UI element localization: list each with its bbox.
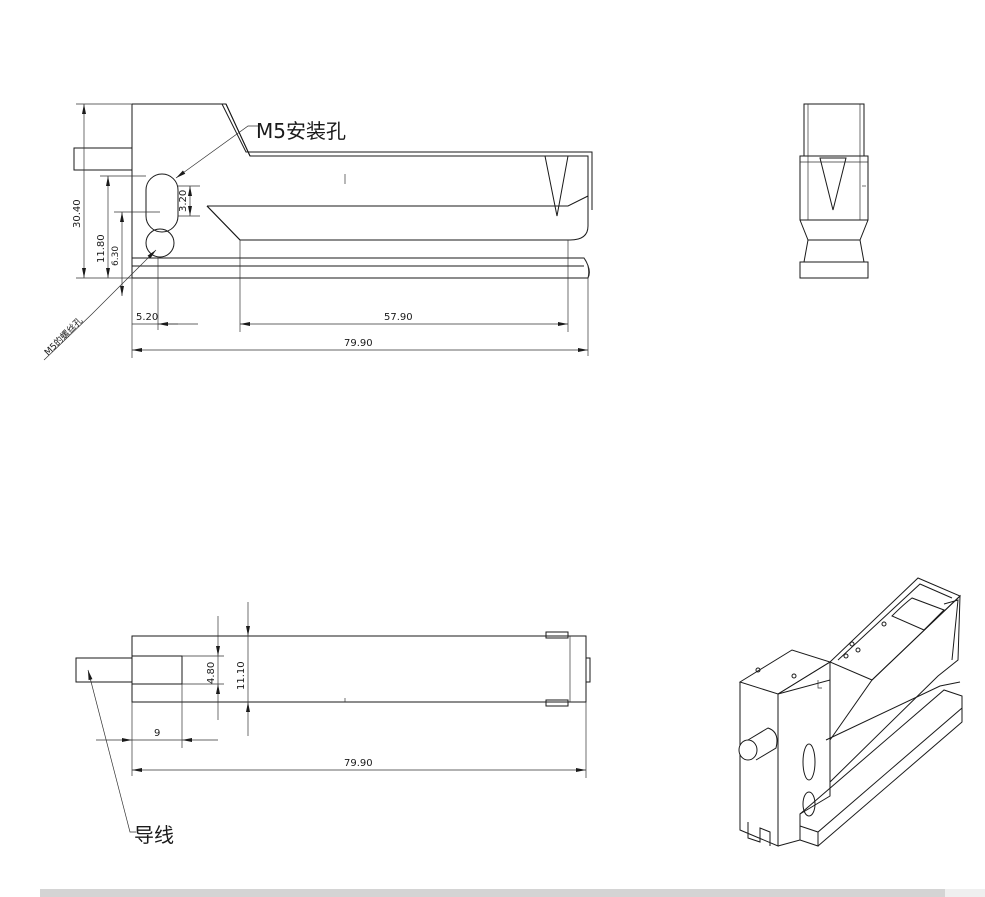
front-slot-upper [206,195,589,241]
side-triangle-mark [819,157,847,211]
iso-wire-body [747,727,778,761]
front-upper-slope [221,103,593,158]
front-slot-length-dim: 57.90 [384,312,413,323]
bottom-scrollbar-end [945,889,985,897]
mount-hole-leader [175,125,258,179]
iso-hole-6 [881,621,887,627]
iso-block-front-edge [777,661,831,695]
iso-hole-1 [755,667,761,673]
bottom-scrollbar-track[interactable] [40,889,945,897]
iso-slot-line [825,681,961,741]
iso-block-top [738,649,832,695]
iso-mount-slot [802,743,816,781]
iso-block-front-face [777,679,831,847]
iso-mark [817,680,822,689]
front-wire-stub [73,147,133,171]
iso-hole-5 [849,641,855,647]
iso-base-end [799,814,819,847]
iso-block-notch [747,822,771,846]
bottom-wire-stub [75,657,133,683]
bottom-total-length-dim: 79.90 [344,758,373,769]
front-thread-hole [145,228,175,258]
bottom-wire-pocket [131,655,183,685]
lead-wire-leader [87,669,136,833]
front-body-outline [131,103,590,279]
bottom-tab-top [545,631,569,639]
thread-hole-leader [43,249,157,361]
front-slot-dim: 3.20 [178,190,189,212]
iso-thread-hole [802,791,816,817]
side-chamfer [799,219,869,241]
isometric-view [738,577,963,847]
iso-hole-3 [843,653,849,659]
side-view [799,103,869,279]
bottom-wire-len-dim: 9 [154,728,160,739]
front-triangle-mark [544,155,569,217]
side-top-block [803,103,865,157]
iso-base-rail [799,689,963,833]
front-left-width-dim: 5.20 [136,312,158,323]
thread-hole-label: M5的螺丝孔 [42,315,85,358]
iso-end-triangle [943,599,959,661]
bottom-end-tab [585,657,591,683]
front-mount-slot [145,173,179,233]
side-middle-block [799,155,869,221]
lead-wire-label: 导线 [134,823,174,847]
front-base-curve [583,257,589,279]
front-hole-center-dim: 6.30 [111,246,121,266]
iso-hole-2 [791,673,797,679]
mount-hole-label: M5安装孔 [256,119,346,143]
bottom-tab-bottom [545,699,569,707]
side-base [799,261,869,279]
bottom-body-outline [131,635,587,703]
front-view: 3.20 M5安装孔 30.40 11.80 6.30 M5的螺丝孔 5.20 … [42,103,593,361]
iso-wire-end [738,739,758,761]
bottom-view: 4.80 11.10 9 79.90 导线 [75,602,591,847]
bottom-wire-dia-dim: 4.80 [206,662,217,684]
front-hole-offset-dim: 11.80 [96,234,107,263]
iso-slope-face [829,594,961,784]
front-height-dim: 30.40 [72,199,83,228]
iso-block-left-face [739,682,779,847]
bottom-height-dim: 11.10 [236,661,247,690]
iso-body-top-inner [837,583,953,661]
iso-hole-4 [855,647,861,653]
iso-base-bottom [817,708,963,847]
side-lower-block [803,239,865,263]
front-total-length-dim: 79.90 [344,338,373,349]
